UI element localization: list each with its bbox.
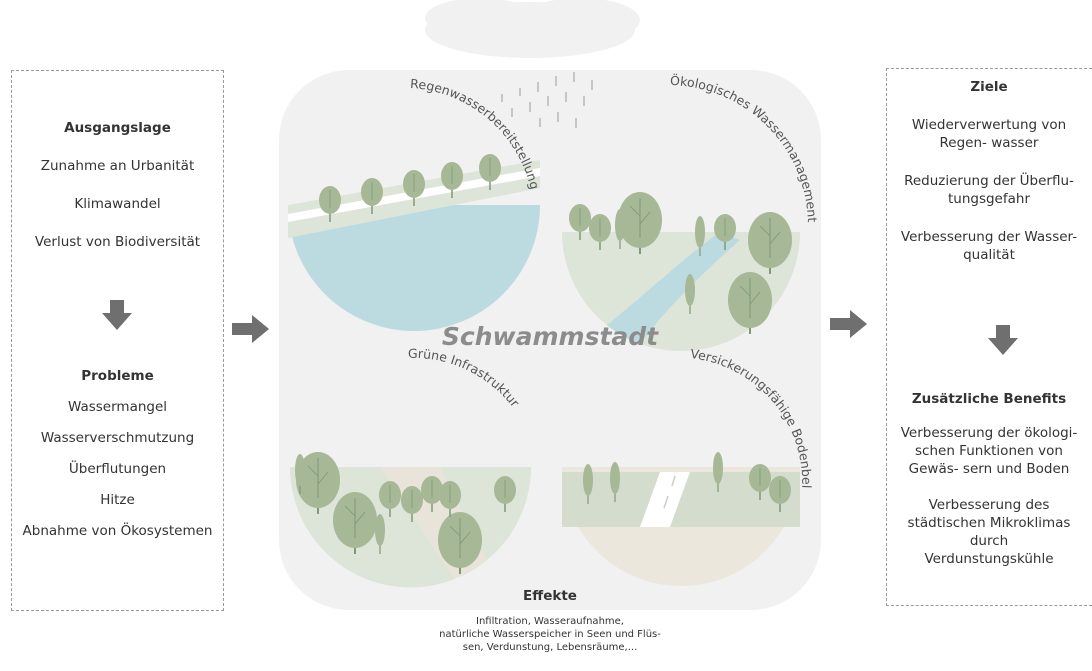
right-column: Ziele Wiederverwertung von Regen- wasser… xyxy=(886,78,1092,264)
center-title: Schwammstadt xyxy=(441,322,659,351)
quadrant-permeable xyxy=(562,451,800,586)
right-item: Wiederverwertung von Regen- wasser xyxy=(911,117,1067,151)
left-column: Ausgangslage Zunahme an Urbanität Klimaw… xyxy=(11,119,224,251)
quadrant-ecological xyxy=(562,191,800,351)
left-item: Wasserverschmutzung xyxy=(40,430,195,446)
left-item: Abnahme von Ökosystemen xyxy=(22,523,213,539)
left-item: Überflutungen xyxy=(68,461,167,477)
heading-ziele: Ziele xyxy=(970,79,1008,95)
right-box xyxy=(886,68,1092,606)
quadrant-green xyxy=(290,451,531,588)
left-item: Wassermangel xyxy=(67,399,168,415)
left-item: Zunahme an Urbanität xyxy=(40,158,195,174)
right-item: Verbesserung des städtischen Mikroklimas… xyxy=(907,497,1071,567)
right-item: Verbesserung der ökologi- schen Funktion… xyxy=(900,425,1078,477)
left-box xyxy=(11,70,224,611)
left-item: Klimawandel xyxy=(74,196,161,212)
heading-ausgangslage: Ausgangslage xyxy=(64,120,171,136)
rain-icon xyxy=(501,72,593,128)
right-column-benefits: Zusätzliche Benefits Verbesserung der ök… xyxy=(886,390,1092,568)
right-arrow-icon xyxy=(830,310,867,338)
down-arrow-icon xyxy=(102,300,132,330)
effects-line: natürliche Wasserspeicher in Seen und Fl… xyxy=(439,629,661,640)
heading-probleme: Probleme xyxy=(81,368,154,384)
cloud-icon xyxy=(425,0,640,58)
effects-line: sen, Verdunstung, Lebensräume,... xyxy=(462,642,638,653)
right-item: Reduzierung der Überflu- tungsgefahr xyxy=(904,173,1074,207)
down-arrow-icon xyxy=(988,325,1018,355)
heading-benefits: Zusätzliche Benefits xyxy=(911,391,1067,407)
quadrant-label-ecological: Ökologisches Wassermanagement xyxy=(670,72,820,223)
right-arrow-icon xyxy=(232,315,269,343)
effects-heading: Effekte xyxy=(523,588,577,604)
quadrant-rainwater xyxy=(288,153,540,331)
effects-text: Infiltration, Wasseraufnahme, natürliche… xyxy=(400,615,700,654)
right-item: Verbesserung der Wasser- qualität xyxy=(900,229,1078,263)
quadrant-label-green: Grüne Infrastruktur xyxy=(408,346,523,411)
left-item: Hitze xyxy=(100,492,135,508)
left-item: Verlust von Biodiversität xyxy=(34,234,201,250)
effects-line: Infiltration, Wasseraufnahme, xyxy=(476,616,624,627)
left-column-problems: Probleme Wassermangel Wasserverschmutzun… xyxy=(11,367,224,540)
